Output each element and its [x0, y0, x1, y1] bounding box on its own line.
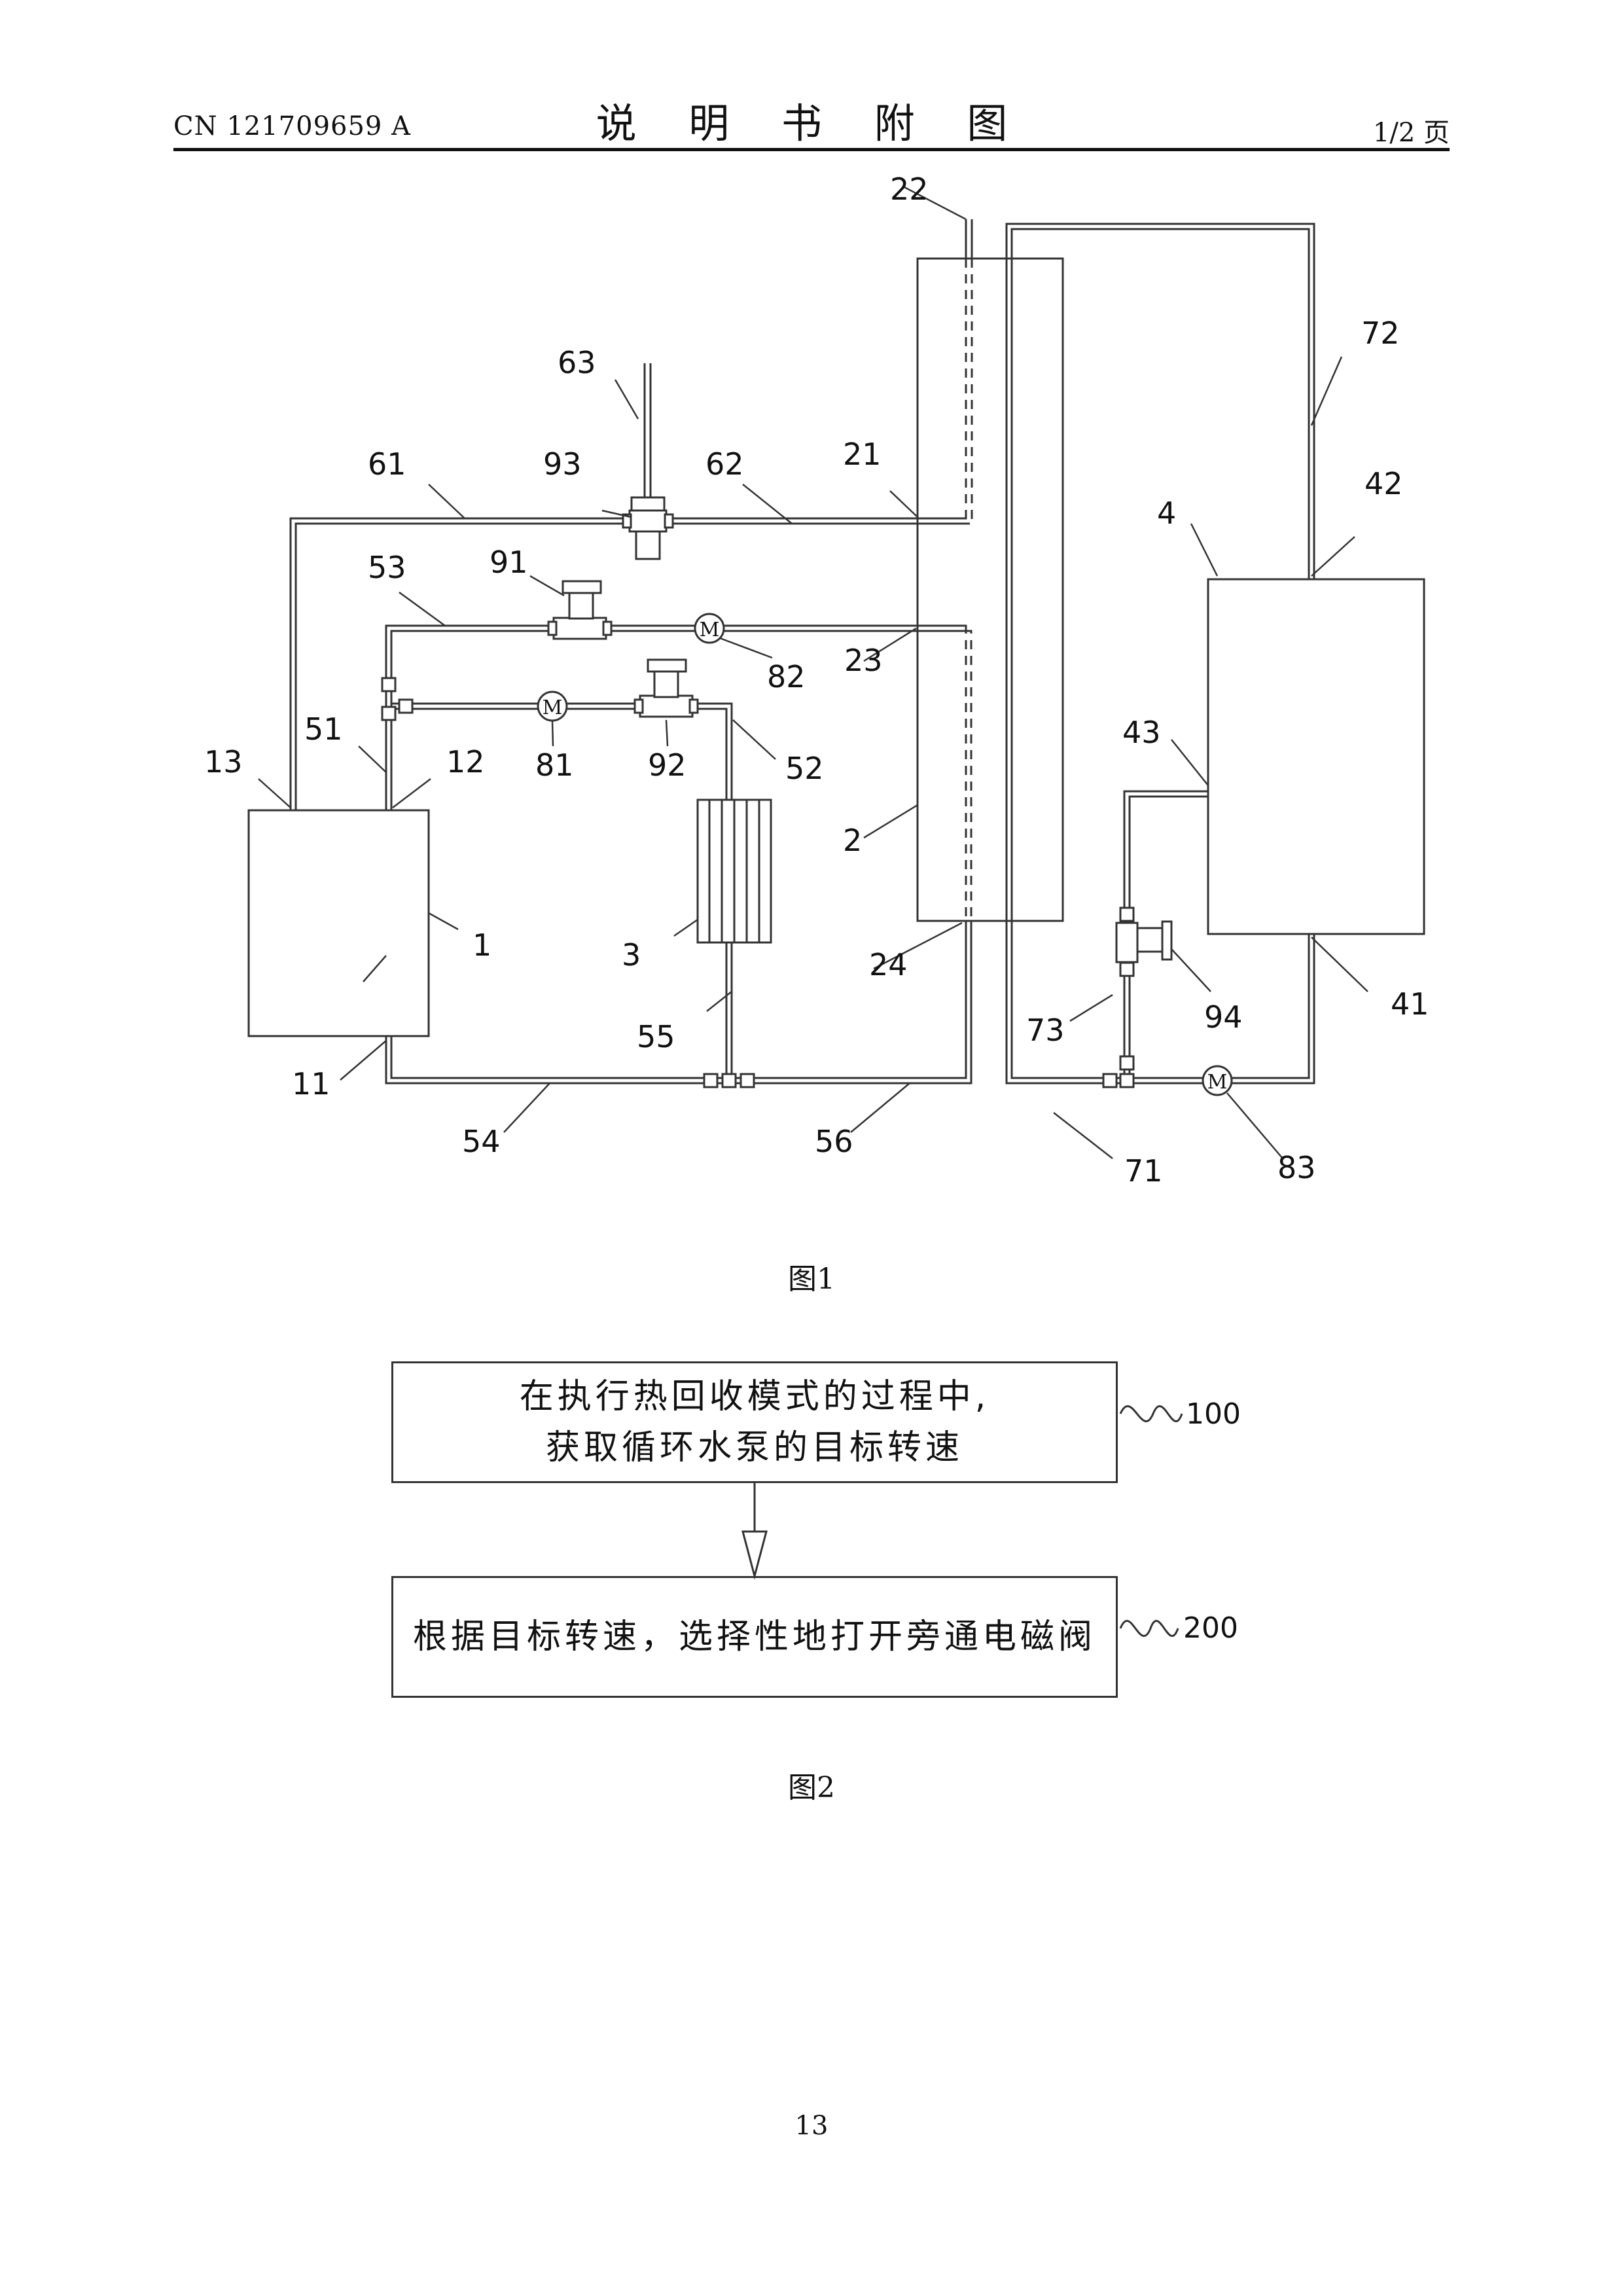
label-94: 94: [1204, 999, 1243, 1035]
label-4: 4: [1157, 495, 1176, 531]
label-2: 2: [843, 823, 862, 858]
label-55: 55: [637, 1019, 675, 1054]
flow-ref-100: 100: [1186, 1397, 1241, 1431]
valve-91: [548, 581, 611, 639]
label-73: 73: [1026, 1013, 1065, 1048]
label-83: 83: [1277, 1150, 1316, 1185]
label-56: 56: [815, 1124, 853, 1159]
pump-83: M: [1203, 1066, 1232, 1095]
label-51: 51: [304, 711, 343, 747]
label-91: 91: [490, 545, 528, 580]
valve-94: [1116, 922, 1171, 962]
label-52: 52: [785, 751, 824, 786]
label-63: 63: [558, 345, 596, 380]
label-81: 81: [535, 747, 574, 783]
figure-2-caption: 图2: [0, 1764, 1623, 1806]
figure-1-diagram: M M M: [0, 0, 1623, 1244]
pump-82: M: [695, 614, 724, 643]
label-3: 3: [622, 937, 641, 973]
valve-93: [623, 497, 673, 559]
label-53: 53: [368, 550, 406, 585]
label-24: 24: [869, 947, 908, 982]
label-92: 92: [648, 747, 687, 783]
label-72: 72: [1361, 315, 1400, 351]
unit-4: [1208, 579, 1424, 934]
pump-81: M: [538, 692, 567, 721]
svg-text:M: M: [543, 696, 563, 719]
label-1: 1: [473, 927, 491, 963]
label-11: 11: [292, 1066, 330, 1102]
label-41: 41: [1391, 986, 1429, 1022]
label-22: 22: [890, 171, 929, 207]
unit-1: [249, 810, 429, 1036]
label-54: 54: [462, 1124, 501, 1159]
figure-2-connectors: 100 200: [0, 1335, 1623, 1728]
label-12: 12: [446, 744, 485, 780]
flow-ref-200: 200: [1183, 1611, 1238, 1645]
valve-92: [635, 660, 698, 717]
svg-text:M: M: [1207, 1071, 1228, 1094]
label-71: 71: [1124, 1153, 1163, 1189]
figure-1-caption: 图1: [0, 1255, 1623, 1297]
label-13: 13: [204, 744, 243, 780]
label-62: 62: [705, 446, 744, 482]
label-21: 21: [843, 437, 882, 472]
tank-2: [918, 259, 1063, 921]
label-23: 23: [844, 643, 883, 678]
svg-text:M: M: [700, 619, 720, 641]
label-43: 43: [1122, 715, 1161, 750]
label-82: 82: [767, 659, 806, 694]
label-42: 42: [1364, 466, 1403, 501]
label-93: 93: [543, 446, 582, 482]
page-number: 13: [0, 2111, 1623, 2141]
label-61: 61: [368, 446, 406, 482]
